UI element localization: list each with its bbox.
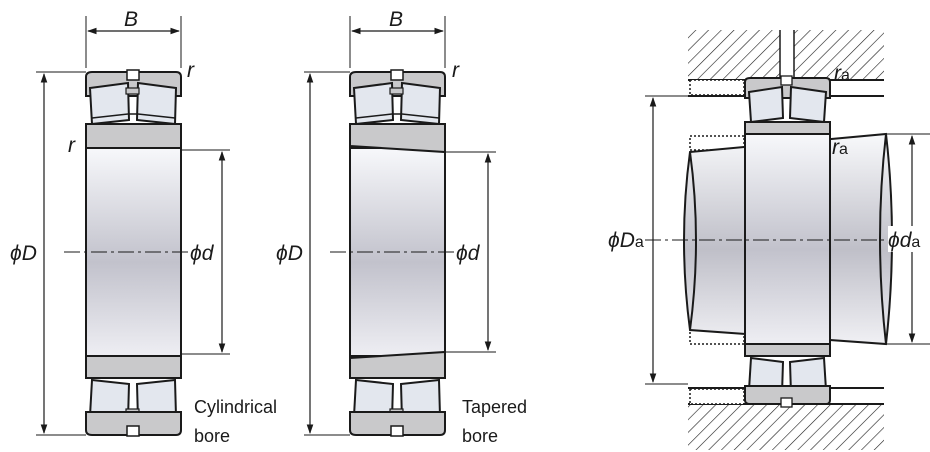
mounting-dimensions-diagram: ϕDa ϕda ra ra xyxy=(608,28,930,450)
spacer-top xyxy=(689,79,745,96)
bore-diameter-label: ϕd xyxy=(190,242,215,265)
rollers-top xyxy=(747,85,828,124)
bearing-cylindrical-bore: B ϕD ϕd r r Cylindrical bore xyxy=(10,8,277,446)
fillet-label-top: ra xyxy=(834,62,850,85)
housing-diameter-label: ϕDa xyxy=(608,229,644,252)
groove-bottom xyxy=(126,425,140,437)
bore-diameter-label: ϕd xyxy=(456,242,481,265)
shaft-diameter-label: ϕda xyxy=(888,229,920,252)
caption-line-2: bore xyxy=(462,426,498,446)
fillet-label-mid: ra xyxy=(832,136,848,159)
inner-ring-bottom xyxy=(85,355,182,379)
outer-diameter-label: ϕD xyxy=(10,242,37,265)
caption-line-2: bore xyxy=(194,426,230,446)
caption-line-1: Tapered xyxy=(462,397,527,417)
bearing-bore-section xyxy=(744,133,831,345)
housing-bottom xyxy=(688,404,884,450)
outer-ring-bottom xyxy=(744,385,831,405)
groove-top xyxy=(390,69,404,81)
outer-ring-bottom xyxy=(349,411,446,436)
groove-top xyxy=(126,69,140,81)
caption-line-1: Cylindrical xyxy=(194,397,277,417)
chamfer-label-top: r xyxy=(187,59,195,82)
inner-ring-top xyxy=(85,123,182,149)
inner-ring-top xyxy=(744,121,831,135)
bearing-tapered-bore: B ϕD ϕd r Tapered bore xyxy=(276,8,527,446)
rollers-top xyxy=(88,81,178,126)
width-label: B xyxy=(389,8,403,31)
width-label: B xyxy=(124,8,138,31)
outer-ring-bottom xyxy=(85,411,182,436)
outer-diameter-label: ϕD xyxy=(276,242,303,265)
groove-bottom xyxy=(390,425,404,437)
rollers-top xyxy=(352,81,442,126)
lubrication-hole xyxy=(780,28,794,80)
chamfer-label-top: r xyxy=(452,59,460,82)
inner-ring-bottom xyxy=(349,350,446,379)
inner-ring-bottom xyxy=(744,343,831,357)
inner-ring-top xyxy=(349,123,446,154)
chamfer-label-left: r xyxy=(68,134,76,157)
spacer-bottom-2 xyxy=(689,388,745,405)
